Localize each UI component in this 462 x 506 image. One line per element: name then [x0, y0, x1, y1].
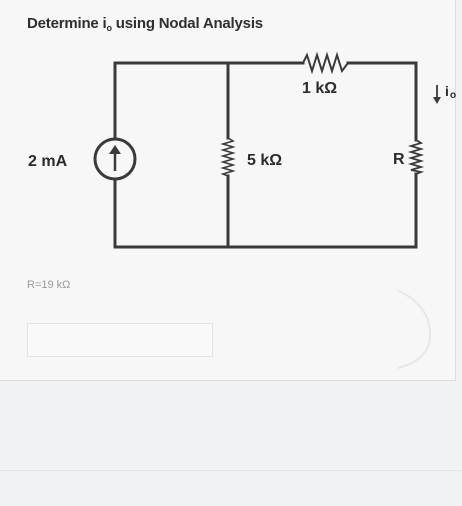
current-io-label-main: i [445, 83, 449, 99]
current-source-arrow-icon [109, 145, 121, 171]
resistor-5k-zigzag [220, 137, 236, 177]
given-value: R=19 kΩ [27, 279, 71, 291]
faint-bracket-mark [396, 289, 432, 369]
resistor-r-label: R [393, 151, 405, 168]
question-text: Determine io using Nodal Analysis [27, 15, 263, 33]
source-label: 2 mA [28, 153, 68, 170]
lower-divider [0, 470, 462, 471]
answer-input[interactable] [27, 323, 213, 357]
resistor-5k-label: 5 kΩ [247, 152, 282, 169]
question-subscript: o [106, 23, 113, 33]
io-arrow-icon [433, 85, 441, 104]
resistor-r-zigzag [407, 139, 425, 175]
resistor-1k-zigzag [302, 51, 349, 75]
question-suffix: using Nodal Analysis [111, 15, 263, 32]
question-card: Determine io using Nodal Analysis [0, 0, 456, 381]
question-prefix: Determine i [27, 15, 107, 32]
current-io-label-sub: o [450, 90, 456, 101]
circuit-diagram: 2 mA 5 kΩ 1 kΩ R i o [28, 51, 456, 249]
resistor-1k-label: 1 kΩ [302, 80, 337, 97]
